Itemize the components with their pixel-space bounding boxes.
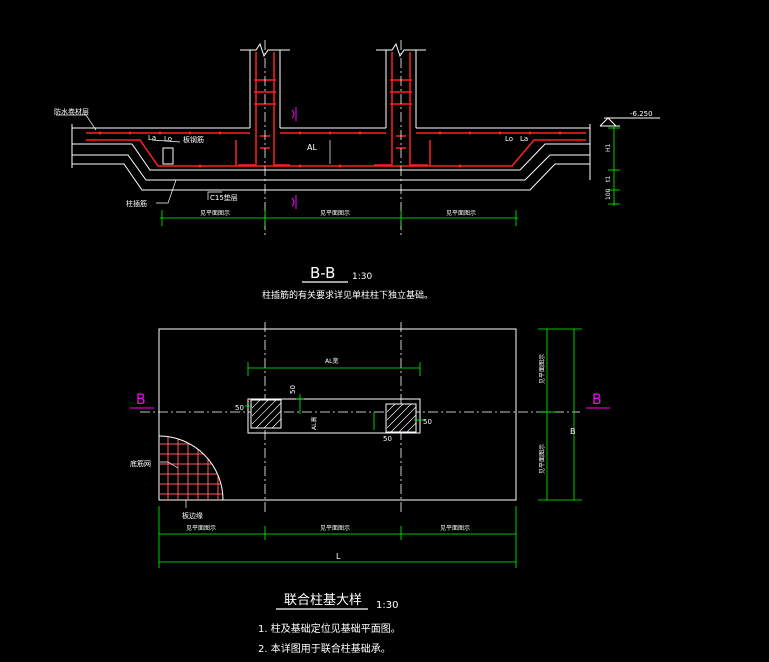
plan-note-2: 2. 本详图用于联合柱基础承。 bbox=[258, 642, 391, 655]
column-left-plan bbox=[250, 399, 282, 429]
section-scale: 1:30 bbox=[352, 272, 372, 282]
plan-scale: 1:30 bbox=[376, 600, 398, 611]
section-b-b: 防水卷材层 板钢筋 C15垫层 柱插筋 -6.250 AL La Lo La L… bbox=[54, 40, 660, 301]
plan-dim-top bbox=[247, 362, 421, 376]
level-marker bbox=[599, 117, 660, 127]
plan-beam bbox=[247, 398, 421, 434]
rebar-mesh-detail bbox=[158, 435, 224, 501]
plan-view: AL宽 AL高 50 50 50 50 底筋网 板边缘 B 见平面图示 见平面图… bbox=[130, 322, 610, 655]
plan-centerlines bbox=[140, 322, 580, 515]
dim-l2-text: 见平面图示 bbox=[320, 525, 350, 532]
label-h1: H1 bbox=[605, 143, 612, 152]
dim-b-bottom-text: 见平面图示 bbox=[539, 444, 546, 474]
label-cushion: C15垫层 bbox=[210, 193, 238, 202]
plan-dims-right bbox=[538, 328, 582, 501]
dim-50-bottom: 50 bbox=[383, 435, 392, 443]
section-marker-left: B bbox=[136, 392, 146, 408]
label-lo-right: Lo bbox=[505, 135, 513, 143]
label-la-left: La bbox=[148, 134, 156, 142]
label-level: -6.250 bbox=[630, 110, 653, 118]
label-lo-left: Lo bbox=[164, 135, 172, 143]
section-dims-right bbox=[608, 126, 620, 206]
label-waterproof: 防水卷材层 bbox=[54, 107, 89, 116]
cut-marker-top bbox=[291, 107, 297, 209]
rebar-dots bbox=[98, 131, 562, 168]
plan-title: 联合柱基大样 bbox=[284, 593, 362, 608]
dim-b-top-text: 见平面图示 bbox=[539, 354, 546, 384]
plan-outline bbox=[158, 328, 517, 501]
foundation-outline bbox=[71, 124, 591, 191]
dim-right-text: 见平面图示 bbox=[446, 210, 476, 217]
dim-50-right: 50 bbox=[423, 418, 432, 426]
section-note: 柱插筋的有关要求详见单柱柱下独立基础。 bbox=[262, 289, 433, 301]
label-beam-height: AL高 bbox=[310, 417, 318, 430]
label-mat-rebar: 板钢筋 bbox=[183, 135, 204, 144]
label-la-right: La bbox=[520, 135, 528, 143]
dim-50-left: 50 bbox=[235, 404, 244, 412]
dim-b-text: B bbox=[570, 427, 576, 436]
slab-rebar bbox=[86, 132, 586, 167]
section-leaders bbox=[56, 114, 331, 204]
section-title: B-B bbox=[310, 264, 335, 282]
label-edge-note: 板边缘 bbox=[182, 511, 203, 520]
dim-l1-text: 见平面图示 bbox=[186, 525, 216, 532]
label-t: t1 bbox=[605, 176, 612, 182]
section-dims-bottom bbox=[160, 210, 518, 226]
dim-l3-text: 见平面图示 bbox=[440, 525, 470, 532]
dim-mid-text: 见平面图示 bbox=[320, 210, 350, 217]
label-beam-width: AL宽 bbox=[325, 357, 338, 365]
label-cushion-thk: 100 bbox=[605, 188, 612, 200]
label-beam: AL bbox=[307, 143, 317, 152]
plan-note-1: 1. 柱及基础定位见基础平面图。 bbox=[258, 622, 401, 635]
column-left bbox=[240, 42, 290, 128]
section-marker-right: B bbox=[592, 392, 602, 408]
column-rebar bbox=[238, 52, 428, 166]
plan-dims-bottom bbox=[158, 506, 517, 568]
label-wall-rebar: 柱插筋 bbox=[126, 199, 147, 208]
column-right bbox=[376, 42, 426, 128]
column-right-plan bbox=[385, 403, 417, 433]
dim-total-text: L bbox=[336, 552, 341, 561]
dim-left-text: 见平面图示 bbox=[200, 210, 230, 217]
plan-leaders bbox=[160, 461, 187, 508]
label-rebar-mesh: 底筋网 bbox=[130, 459, 151, 468]
section-centerlines bbox=[264, 40, 402, 236]
plan-dim-small bbox=[245, 394, 424, 430]
dim-50-top: 50 bbox=[289, 385, 297, 394]
